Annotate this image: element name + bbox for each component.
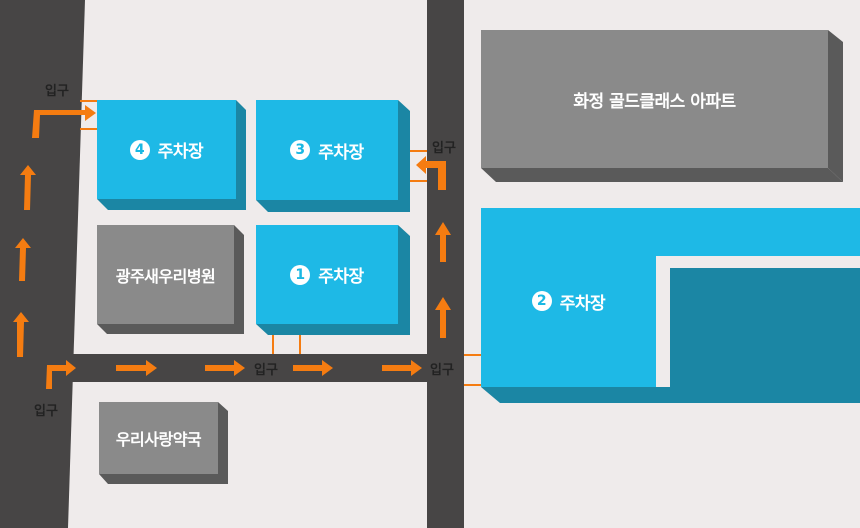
pharmacy-block	[99, 402, 218, 474]
entrance-label: 입구	[254, 363, 278, 378]
parking-2-block	[481, 208, 860, 387]
hospital-label: 광주새우리병원	[115, 266, 216, 286]
parking-number-badge: 2	[531, 291, 552, 311]
parking-3-shadow	[256, 100, 410, 212]
route-arrow	[15, 238, 31, 281]
parking-label-text: 주차장	[157, 142, 204, 162]
road-west	[0, 0, 85, 528]
entrance-label: 입구	[34, 404, 58, 419]
parking-3-block	[256, 100, 398, 200]
route-arrow	[435, 222, 451, 262]
parking-label-text: 주차장	[318, 142, 364, 163]
entrance-label: 입구	[430, 363, 454, 378]
route-arrow	[416, 156, 446, 190]
entrance-label: 입구	[432, 141, 456, 156]
parking-label-text: 주차장	[318, 267, 364, 287]
route-arrow	[46, 360, 76, 389]
parking-4-block	[97, 100, 236, 199]
entrance-label: 입구	[45, 84, 69, 99]
parking-2-shadow	[481, 268, 860, 403]
parking-label-text: 주차장	[559, 293, 606, 314]
route-arrow	[13, 312, 29, 357]
parking-number-badge: 3	[290, 140, 311, 160]
parking-3-label: 3 주차장	[256, 100, 398, 200]
route-arrow	[382, 360, 422, 376]
route-arrow	[116, 360, 157, 376]
parking-number-badge: 1	[290, 264, 311, 285]
parking-1-block	[256, 225, 398, 324]
route-arrow	[205, 360, 245, 376]
route-arrow	[20, 165, 36, 210]
pharmacy-shadow	[99, 402, 228, 484]
route-arrow	[293, 360, 333, 376]
apartment-label: 화정 골드클래스 아파트	[573, 91, 736, 112]
route-arrow	[32, 105, 96, 138]
parking-number-badge: 4	[129, 139, 150, 160]
pharmacy-label: 우리사랑약국	[115, 430, 202, 449]
entrance-marks	[80, 100, 481, 386]
route-arrows	[13, 105, 451, 389]
parking-4-label: 4 주차장	[97, 100, 236, 199]
parking-2-label: 2 주차장	[481, 256, 656, 346]
road-east	[427, 0, 464, 528]
route-arrow	[435, 297, 451, 338]
hospital-block	[97, 225, 234, 324]
parking-1-label: 1 주차장	[256, 225, 398, 324]
apartment-shadow	[828, 30, 843, 182]
apartment-block	[481, 30, 828, 168]
apartment-shadow-bottom	[481, 168, 843, 182]
